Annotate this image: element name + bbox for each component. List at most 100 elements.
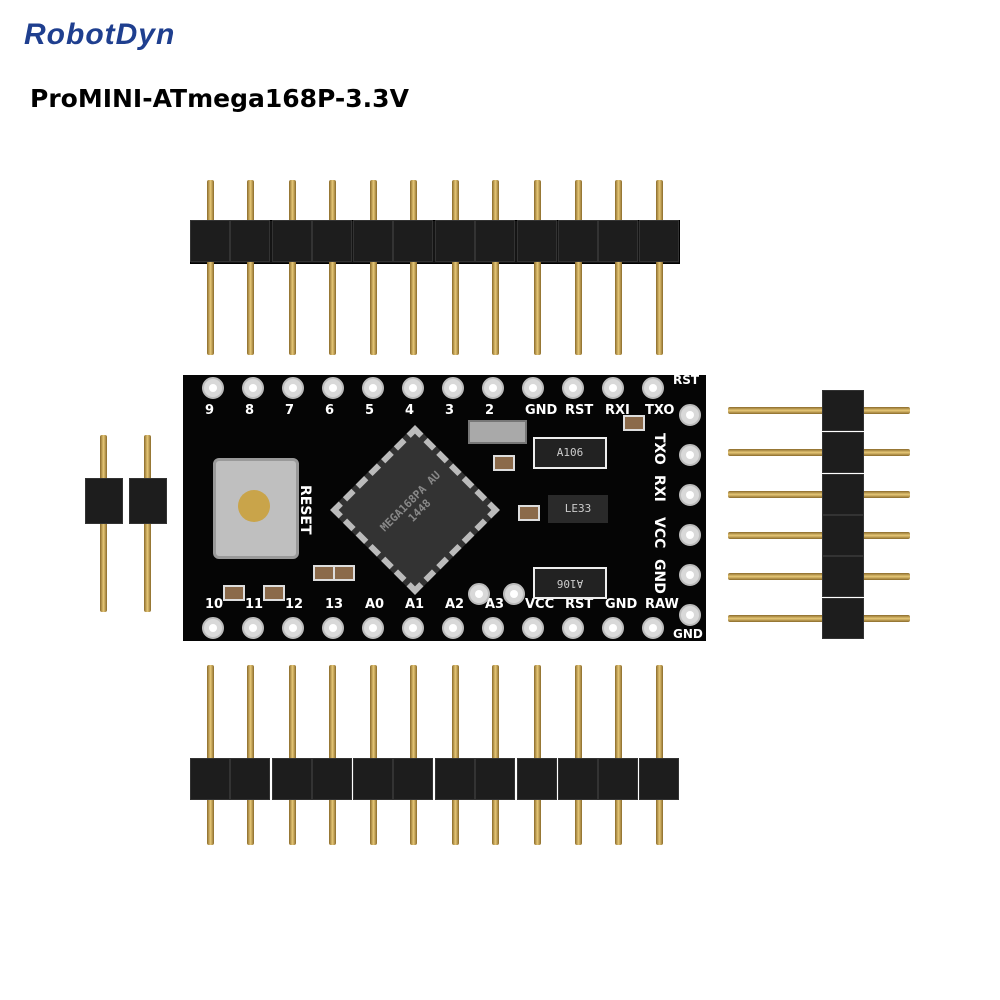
pin-label: 2: [485, 403, 495, 418]
header-segment: [475, 220, 515, 262]
smd-component: [223, 585, 245, 601]
pin-hole: [242, 377, 264, 399]
smd-component: [518, 505, 540, 521]
pin-label: 13: [325, 597, 344, 612]
header-pin: [492, 665, 499, 845]
header-segment: [230, 758, 270, 800]
pin-label: A2: [445, 597, 465, 612]
header-pin: [728, 491, 910, 498]
header-pin: [370, 665, 377, 845]
pin-hole: [679, 404, 701, 426]
pin-hole: [468, 583, 490, 605]
pin-hole: [402, 617, 424, 639]
pin-hole: [679, 444, 701, 466]
pin-hole: [282, 377, 304, 399]
header-segment: [272, 758, 312, 800]
pin-label: TXO: [645, 403, 675, 418]
header-segment: [517, 758, 557, 800]
header-segment: [822, 432, 864, 473]
header-segment: [190, 220, 230, 262]
pin-hole: [322, 617, 344, 639]
header-pin: [615, 180, 622, 355]
header-segment: [435, 220, 475, 262]
pin-hole: [679, 604, 701, 626]
pin-hole: [282, 617, 304, 639]
header-segment: [393, 220, 433, 262]
header-segment: [312, 220, 352, 262]
pin-label: 12: [285, 597, 304, 612]
header-segment: [190, 758, 230, 800]
smd-component: [263, 585, 285, 601]
pin-hole: [602, 377, 624, 399]
pin-label: 9: [205, 403, 215, 418]
pin-hole: [482, 617, 504, 639]
pin-label: VCC: [525, 597, 555, 612]
pin-hole: [242, 617, 264, 639]
pin-label: GND: [525, 403, 558, 418]
header-pin: [728, 532, 910, 539]
header-pin: [452, 180, 459, 355]
pin-hole: [503, 583, 525, 605]
pin-hole: [322, 377, 344, 399]
header-pin: [728, 573, 910, 580]
header-pin: [207, 665, 214, 845]
pin-label: A1: [405, 597, 425, 612]
ldo-regulator: LE33: [548, 495, 608, 523]
pin-hole: [202, 617, 224, 639]
pin-hole: [482, 377, 504, 399]
pin-hole: [642, 377, 664, 399]
pin-label: 10: [205, 597, 224, 612]
header-segment: [517, 220, 557, 262]
header-pin: [207, 180, 214, 355]
header-pin: [410, 180, 417, 355]
header-segment: [129, 478, 167, 524]
header-pin: [289, 180, 296, 355]
header-segment: [822, 390, 864, 431]
smd-component: [623, 415, 645, 431]
corner-label: RST: [673, 373, 700, 387]
header-segment: [822, 556, 864, 597]
pin-hole: [362, 617, 384, 639]
pin-hole: [202, 377, 224, 399]
pin-hole: [642, 617, 664, 639]
pin-hole: [442, 377, 464, 399]
reset-label: RESET: [297, 485, 313, 535]
header-pin: [656, 665, 663, 845]
header-segment: [639, 758, 679, 800]
header-pin: [452, 665, 459, 845]
side-label: RXI: [651, 475, 667, 502]
header-segment: [312, 758, 352, 800]
pin-hole: [402, 377, 424, 399]
smd-component: [493, 455, 515, 471]
pin-hole: [362, 377, 384, 399]
pin-hole: [679, 524, 701, 546]
header-pin: [492, 180, 499, 355]
pin-hole: [679, 564, 701, 586]
pin-label: RST: [565, 597, 594, 612]
header-segment: [822, 598, 864, 639]
header-segment: [598, 220, 638, 262]
header-segment: [639, 220, 679, 262]
corner-label: GND: [673, 627, 703, 641]
smd-component: [313, 565, 335, 581]
header-pin: [728, 407, 910, 414]
regulator: A106: [533, 567, 607, 599]
side-label: GND: [651, 559, 667, 594]
header-pin: [329, 665, 336, 845]
pin-label: 8: [245, 403, 255, 418]
pin-label: 4: [405, 403, 415, 418]
header-segment: [558, 758, 598, 800]
regulator: A106: [533, 437, 607, 469]
pin-label: 7: [285, 403, 295, 418]
header-pin: [247, 665, 254, 845]
header-pin: [370, 180, 377, 355]
header-pin: [247, 180, 254, 355]
pin-hole: [602, 617, 624, 639]
pin-label: GND: [605, 597, 638, 612]
pin-label: 5: [365, 403, 375, 418]
header-pin: [656, 180, 663, 355]
header-segment: [230, 220, 270, 262]
header-pin: [728, 615, 910, 622]
header-pin: [329, 180, 336, 355]
